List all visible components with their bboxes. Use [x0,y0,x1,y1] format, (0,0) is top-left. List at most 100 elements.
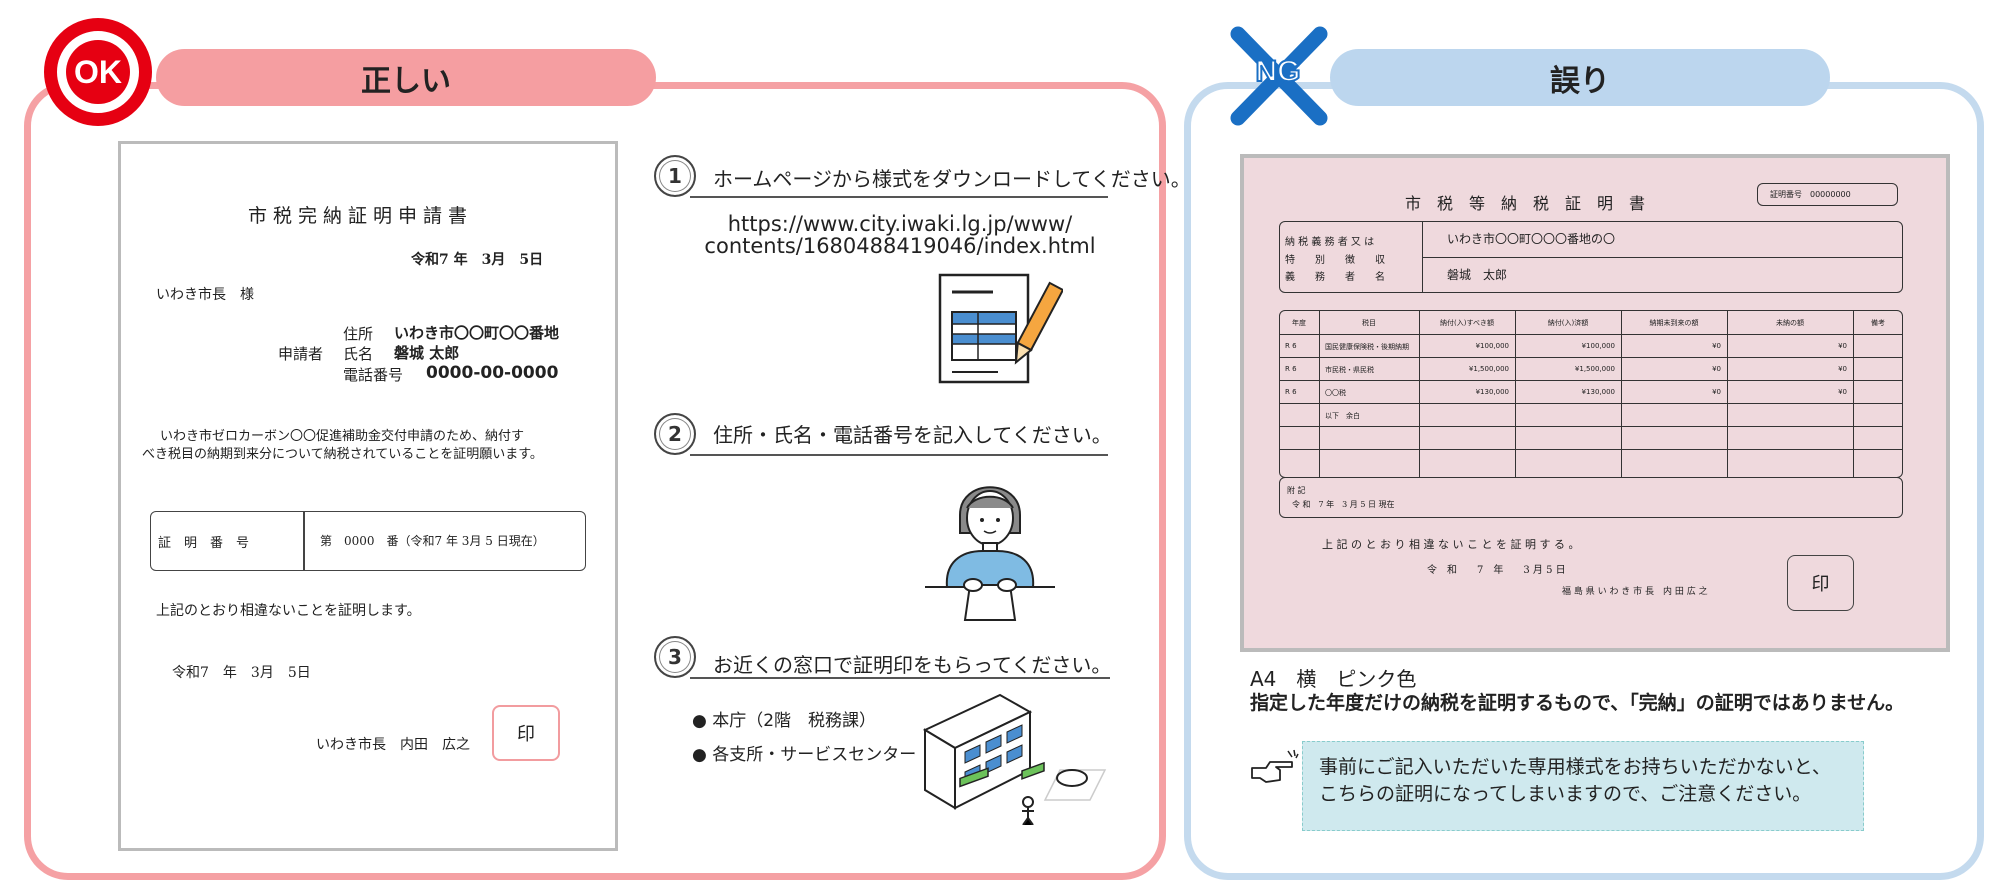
step-1-text: ホームページから様式をダウンロードしてください。 [713,167,1191,191]
name-value: 磐城 太郎 [394,344,460,362]
ng-table-header: 税目 [1362,319,1376,327]
ng-table-col-line [1419,310,1421,478]
ng-table-cell: 〇〇税 [1325,389,1346,397]
ng-table-cell: ¥130,000 [1475,388,1509,396]
step-3-text: お近くの窓口で証明印をもらってください。 [713,653,1112,677]
ng-note-label: 附 記 [1287,486,1306,495]
ng-table-cell: ¥0 [1712,388,1721,396]
ng-caption-warning: 指定した年度だけの納税を証明するもので、「完納」の証明ではありません。 [1250,692,1905,714]
pointing-hand-icon [1251,749,1299,783]
ng-table-cell: ¥100,000 [1581,342,1615,350]
caution-note-line-2: こちらの証明になってしまいますので、ご注意ください。 [1319,783,1812,805]
location-main-office: ● 本庁（2階 税務課） [692,711,877,731]
ok-badge: OK [44,18,152,126]
step-2-underline [690,454,1108,456]
caution-note-line-1: 事前にご記入いただいた専用様式をお持ちいただかないと、 [1319,756,1831,778]
cert-label: 証 明 番 号 [158,536,250,551]
caution-note-box: 事前にご記入いただいた専用様式をお持ちいただかないと、 こちらの証明になってしま… [1302,741,1864,831]
download-url-line-2[interactable]: contents/1680488419046/index.html [704,234,1096,258]
ng-table-row-line [1279,403,1903,405]
seal-box: 印 [492,705,560,761]
person-writing-illustration [925,486,1055,621]
ng-table-row-line [1279,449,1903,451]
ng-note-box [1279,477,1903,518]
ng-table-cell: ¥130,000 [1581,388,1615,396]
ng-table-cell: 国民健康保険税・後期納期 [1325,343,1409,351]
ng-table-col-line [1319,310,1321,478]
phone-value: 0000-00-0000 [426,363,559,383]
ng-payer-label-2: 特 別 徴 収 [1285,255,1385,266]
ng-table-row-line [1279,334,1903,336]
address-label: 住所 [343,325,374,343]
ng-table-cell: ¥1,500,000 [1468,365,1509,373]
cert-number-box [150,511,586,571]
ng-table-cell: ¥1,500,000 [1574,365,1615,373]
ng-table-header: 納付(入)すべき額 [1440,319,1494,327]
ng-title: 誤り [1330,49,1830,106]
ng-payer-divider-h [1422,257,1903,259]
ng-table-col-line [1621,310,1623,478]
ng-table-row-line [1279,426,1903,428]
ng-table-cell: R 6 [1285,388,1297,396]
ng-payer-address: いわき市〇〇町〇〇〇番地の〇 [1447,232,1616,246]
ng-table-cell: ¥0 [1712,342,1721,350]
ng-payer-label-3: 義 務 者 名 [1285,272,1385,283]
location-branch-offices: ● 各支所・サービスセンター [692,745,917,765]
ng-table-cell: ¥0 [1712,365,1721,373]
ng-table-cell: R 6 [1285,342,1297,350]
ng-table-cell: R 6 [1285,365,1297,373]
ng-table-header: 年度 [1292,319,1306,327]
ng-table-header: 備考 [1871,319,1885,327]
cert-value: 第 0000 番（令和7 年 3月 5 日現在） [320,534,545,548]
ok-title: 正しい [156,49,656,106]
city-hall-illustration [922,693,1107,825]
step-2-text: 住所・氏名・電話番号を記入してください。 [713,423,1112,447]
ng-table-header: 納期未到来の額 [1649,319,1699,327]
ng-table-row-line [1279,380,1903,382]
ng-note-date: 令 和 7 年 3 月 5 日 現在 [1292,500,1395,509]
download-url-line-1[interactable]: https://www.city.iwaki.lg.jp/www/ [727,212,1073,236]
ng-table-col-line [1727,310,1729,478]
ng-caption-format: A4 横 ピンク色 [1250,667,1417,691]
ng-table-cell: ¥0 [1838,365,1847,373]
name-label: 氏名 [343,345,374,363]
step-1-number: 1 [654,155,696,197]
address-value: いわき市〇〇町〇〇番地 [394,324,560,342]
step-3-underline [690,677,1110,679]
ng-cert-number: 証明番号 00000000 [1757,183,1898,206]
phone-label: 電話番号 [343,366,404,384]
ng-issue-date: 令 和 7 年 3 月 5 日 [1427,565,1566,576]
ng-table-row-line [1279,357,1903,359]
body-line-2: べき税目の納期到来分について納税されていることを証明願います。 [142,447,543,462]
ng-table-header: 未納の額 [1776,319,1804,327]
ok-badge-text: OK [66,40,130,104]
ng-table-cell: ¥0 [1838,342,1847,350]
ng-mayor-name: 福 島 県 い わ き 市 長 内 田 広 之 [1562,587,1708,597]
ng-payer-name: 磐城 太郎 [1447,268,1508,282]
ng-table-cell: 市民税・県民税 [1325,366,1374,374]
issue-date: 令和7 年 3月 5日 [172,665,311,681]
ng-cross-icon [1230,26,1328,126]
correct-form-document [118,141,618,851]
ng-table-cell: ¥100,000 [1475,342,1509,350]
doc-date: 令和7 年 3月 5日 [411,252,544,268]
ng-payer-label-1: 納 税 義 務 者 又 は [1285,237,1375,248]
ng-table-col-line [1515,310,1517,478]
mayor-name: いわき市長 内田 広之 [316,737,470,753]
cert-box-divider [303,511,305,571]
ng-table-cell: ¥0 [1838,388,1847,396]
ng-certify-text: 上 記 の と お り 相 違 な い こ と を 証 明 す る 。 [1322,538,1580,551]
ng-table-cell: 以下 余白 [1325,412,1360,420]
form-download-illustration [938,273,1063,384]
doc-title: 市税完納証明申請書 [248,205,474,227]
step-3-number: 3 [654,636,696,678]
applicant-label: 申請者 [278,345,324,363]
step-2-number: 2 [654,413,696,455]
ng-badge-text: NG [1255,54,1302,89]
doc-addressee: いわき市長 様 [156,287,254,303]
step-1-underline [690,196,1108,198]
certify-text: 上記のとおり相違ないことを証明します。 [156,603,421,619]
ng-doc-title: 市 税 等 納 税 証 明 書 [1405,194,1646,213]
ng-seal-box: 印 [1787,555,1854,611]
ng-table-header: 納付(入)済額 [1547,319,1589,327]
